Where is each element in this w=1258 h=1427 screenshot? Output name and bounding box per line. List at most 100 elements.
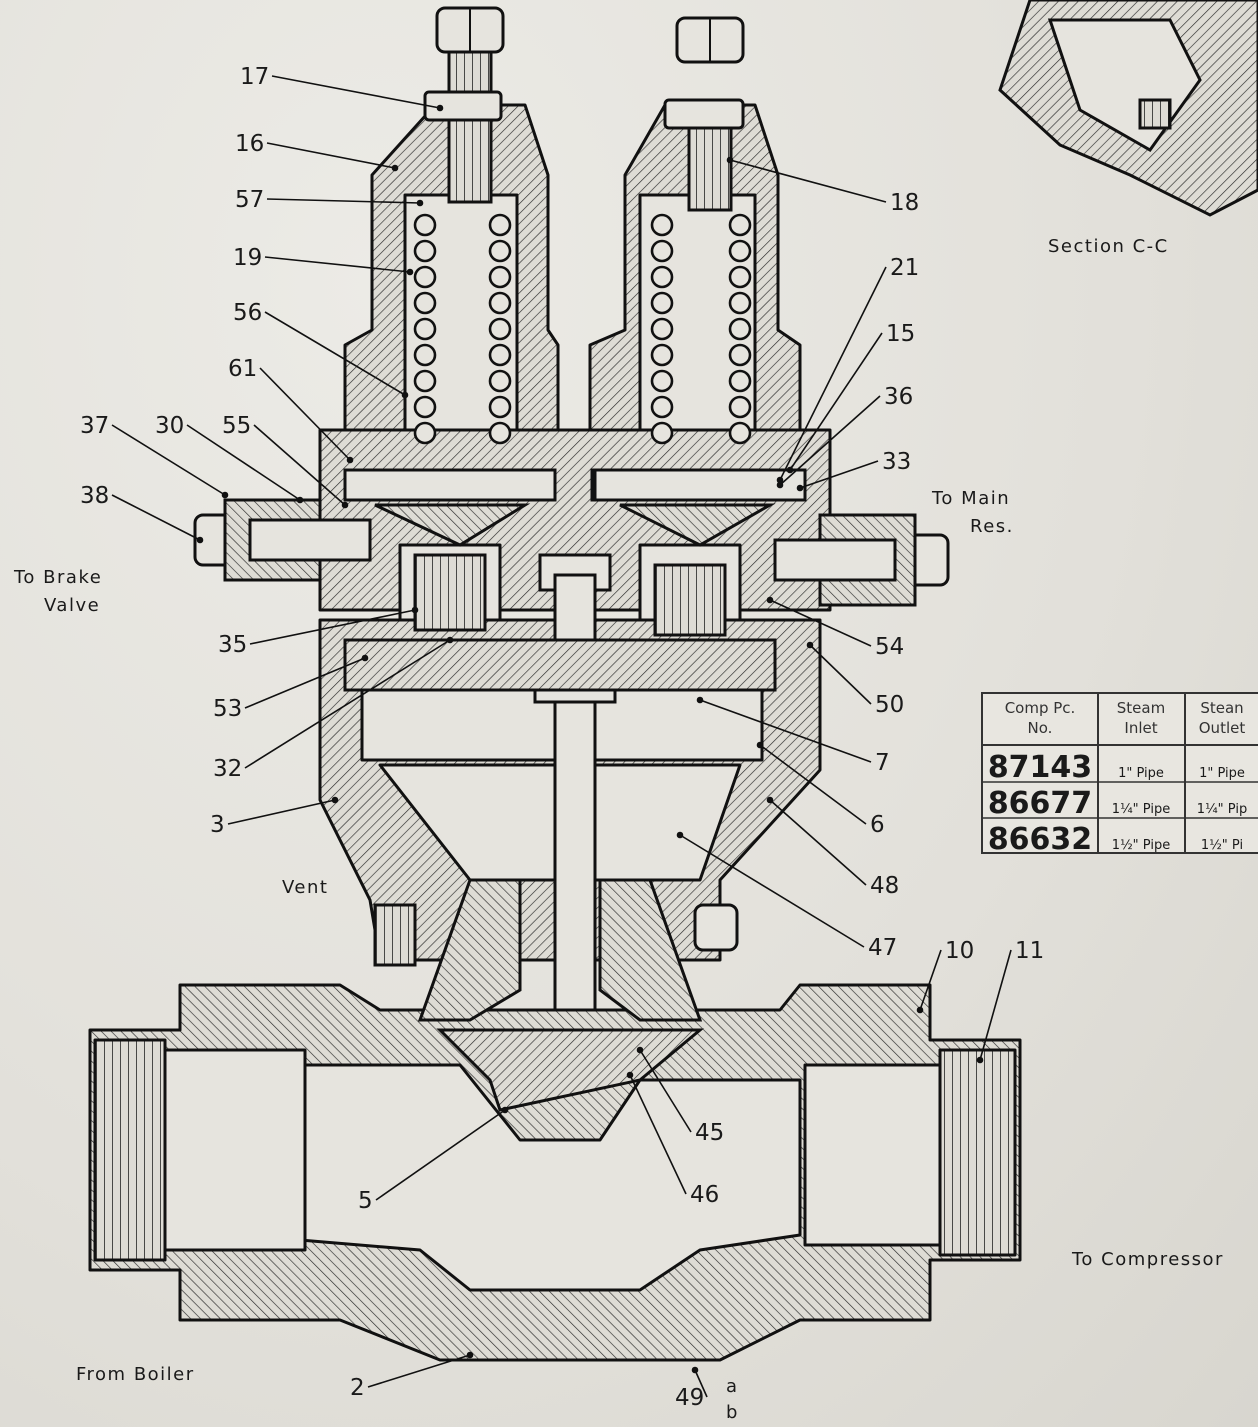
leader-tip-49 <box>691 1366 699 1374</box>
leader-lines <box>111 75 1012 1398</box>
leader-tip-3 <box>331 796 339 804</box>
leader-10 <box>919 949 942 1011</box>
spring-coil-left-a-5 <box>413 343 437 367</box>
spring-coil-right-a-8 <box>650 421 674 445</box>
leader-21 <box>779 266 887 481</box>
part-label-32: 32 <box>213 756 242 782</box>
spring-coil-right-a-4 <box>650 317 674 341</box>
part-label-2: 2 <box>350 1375 365 1401</box>
leader-46 <box>629 1074 687 1195</box>
spring-coil-left-b-5 <box>488 343 512 367</box>
spring-coil-left-b-1 <box>488 239 512 263</box>
part-label-54: 54 <box>875 634 904 660</box>
spring-coil-right-b-6 <box>728 369 752 393</box>
spring-coil-left-a-3 <box>413 291 437 315</box>
leader-tip-16 <box>391 164 399 172</box>
left-adjusting-screw <box>447 50 493 204</box>
leader-48 <box>769 799 867 886</box>
spring-coil-right-a-0 <box>650 213 674 237</box>
leader-55 <box>253 424 346 506</box>
leader-53 <box>244 657 366 709</box>
spring-coil-left-a-4 <box>413 317 437 341</box>
label-from-boiler: From Boiler <box>76 1364 195 1385</box>
leader-5 <box>375 1109 506 1201</box>
spring-coil-right-a-7 <box>650 395 674 419</box>
leader-tip-45 <box>636 1046 644 1054</box>
regulating-springs <box>413 213 752 445</box>
table-cell-1-2: 1¼" Pip <box>1197 802 1247 817</box>
label-to-brake: To Brake <box>13 567 102 588</box>
leader-tip-57 <box>416 199 424 207</box>
table-header-2-1: Outlet <box>1199 719 1246 737</box>
leader-54 <box>769 599 872 647</box>
part-label-5: 5 <box>358 1188 373 1214</box>
section-cc-inset <box>998 0 1258 217</box>
part-label-7: 7 <box>875 750 890 776</box>
leader-47 <box>679 834 865 948</box>
spring-coil-right-a-5 <box>650 343 674 367</box>
leader-tip-50 <box>806 641 814 649</box>
leader-30 <box>186 424 301 501</box>
leader-18 <box>729 159 887 203</box>
leader-tip-15 <box>786 466 794 474</box>
leader-tip-55 <box>341 501 349 509</box>
label-sub-b: b <box>726 1402 739 1423</box>
leader-tip-6 <box>756 741 764 749</box>
spring-coil-right-b-3 <box>728 291 752 315</box>
part-label-48: 48 <box>870 873 899 899</box>
leader-56 <box>264 311 406 396</box>
leader-49 <box>694 1369 708 1398</box>
table-header-2-0: Stean <box>1200 699 1243 717</box>
leader-2 <box>367 1354 471 1388</box>
leader-45 <box>639 1049 692 1133</box>
spring-coil-right-b-7 <box>728 395 752 419</box>
spring-coil-left-b-3 <box>488 291 512 315</box>
part-label-30: 30 <box>155 413 184 439</box>
section-title: Section C-C <box>1048 236 1169 257</box>
spring-coil-left-b-0 <box>488 213 512 237</box>
part-label-3: 3 <box>210 812 225 838</box>
leader-33 <box>799 460 879 489</box>
part-label-61: 61 <box>228 356 257 382</box>
leader-50 <box>809 644 872 705</box>
leader-tip-5 <box>501 1106 509 1114</box>
spring-coil-right-b-0 <box>728 213 752 237</box>
leader-37 <box>111 424 226 496</box>
spring-coil-right-b-1 <box>728 239 752 263</box>
table-cell-2-1: 1½" Pipe <box>1112 838 1170 853</box>
table-cell-2-0: 86632 <box>988 822 1092 857</box>
part-label-46: 46 <box>690 1182 719 1208</box>
side-fittings <box>193 498 950 607</box>
leader-32 <box>244 639 451 769</box>
spring-coil-left-b-7 <box>488 395 512 419</box>
spring-coil-right-b-4 <box>728 317 752 341</box>
table-cell-1-0: 86677 <box>988 786 1092 821</box>
label-to-compressor: To Compressor <box>1071 1249 1224 1270</box>
label-to-main: To Main <box>931 488 1010 509</box>
table-cell-0-2: 1" Pipe <box>1199 766 1245 781</box>
part-label-19: 19 <box>233 245 262 271</box>
part-label-18: 18 <box>890 190 919 216</box>
table-header-0-0: Comp Pc. <box>1005 699 1076 717</box>
spring-coil-right-b-2 <box>728 265 752 289</box>
part-label-55: 55 <box>222 413 251 439</box>
label-vent: Vent <box>282 877 328 898</box>
leader-tip-37 <box>221 491 229 499</box>
leader-tip-54 <box>766 596 774 604</box>
part-label-56: 56 <box>233 300 262 326</box>
leader-61 <box>259 367 351 461</box>
part-label-16: 16 <box>235 131 264 157</box>
leader-57 <box>266 198 421 204</box>
leader-38 <box>111 494 201 541</box>
spring-coil-right-a-1 <box>650 239 674 263</box>
part-label-17: 17 <box>240 64 269 90</box>
label-brake-valve: Valve <box>44 595 100 616</box>
spring-coil-left-b-2 <box>488 265 512 289</box>
leader-36 <box>779 395 881 486</box>
leader-tip-38 <box>196 536 204 544</box>
spring-coil-right-a-6 <box>650 369 674 393</box>
leader-17 <box>271 75 441 109</box>
